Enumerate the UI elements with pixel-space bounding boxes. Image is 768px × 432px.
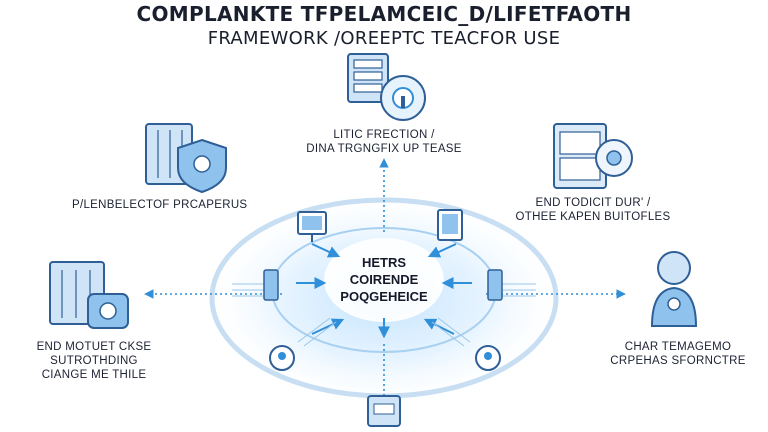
hub-core <box>324 238 444 322</box>
center-line-1: HETRS <box>361 255 407 270</box>
node-left-upper-label: P/LENBELECTOF PRCAPERUS <box>72 198 247 212</box>
arrow-inner-ll <box>311 318 345 335</box>
node-right-lower-line-1: CHAR TEMAGEMO <box>624 341 732 353</box>
arrow-inner-ul <box>311 243 341 258</box>
node-right-lower-line-2: CRPEHAS SFORNCTRE <box>610 355 746 367</box>
node-right-lower-label: CHAR TEMAGEMO CRPEHAS SFORNCTRE <box>600 340 756 368</box>
sensor-icon-ll <box>269 345 295 371</box>
center-line-3: POQGEHEICE <box>340 289 428 304</box>
arrow-inner-lr <box>423 318 455 335</box>
center-line-2: COIRENDE <box>349 272 419 287</box>
node-top-label: LITIC FRECTION / DINA TRGNGFIX UP TEASE <box>300 128 468 156</box>
sensor-icon-lr <box>475 345 501 371</box>
arrow-inner-ur <box>427 243 457 258</box>
node-right-upper-line-2: OTHEE KAPEN BUITOFLES <box>515 211 671 223</box>
node-left-upper-line-1: P/LENBELECTOF PRCAPERUS <box>72 199 248 211</box>
node-left-lower-line-2: SUTROTHDING <box>50 355 138 367</box>
lock-server-icon <box>49 261 129 329</box>
node-right-upper-label: END TODICIT DUR' / OTHEE KAPEN BUITOFLES <box>508 196 678 224</box>
workstation-icon <box>553 123 633 189</box>
central-hub-label: HETRS COIRENDE POQGEHEICE <box>304 254 464 305</box>
node-left-lower-label: END MOTUET CKSE SUTROTHDING CIANGE ME TH… <box>14 340 174 382</box>
terminal-icon-bottom <box>367 395 401 427</box>
node-left-lower-line-1: END MOTUET CKSE <box>36 341 152 353</box>
node-left-lower-line-3: CIANGE ME THILE <box>41 369 147 381</box>
title-line-2: FRAMEWORK /OREEPTC TEACFOR USE <box>207 28 561 49</box>
monitor-icon-ul <box>297 211 327 242</box>
node-top-line-1: LITIC FRECTION / <box>333 129 435 141</box>
device-icon-left <box>263 269 279 301</box>
server-icon-top <box>347 53 426 121</box>
shield-server-icon <box>145 123 227 194</box>
monitor-icon-ur <box>437 209 463 241</box>
device-icon-right <box>487 269 503 301</box>
node-right-upper-line-1: END TODICIT DUR' / <box>535 197 651 209</box>
title-line-1: COMPLANKTE TFPELAMCEIC_D/LIFETFAOTH <box>136 2 632 26</box>
user-icon <box>650 251 698 327</box>
node-top-line-2: DINA TRGNGFIX UP TEASE <box>306 143 462 155</box>
